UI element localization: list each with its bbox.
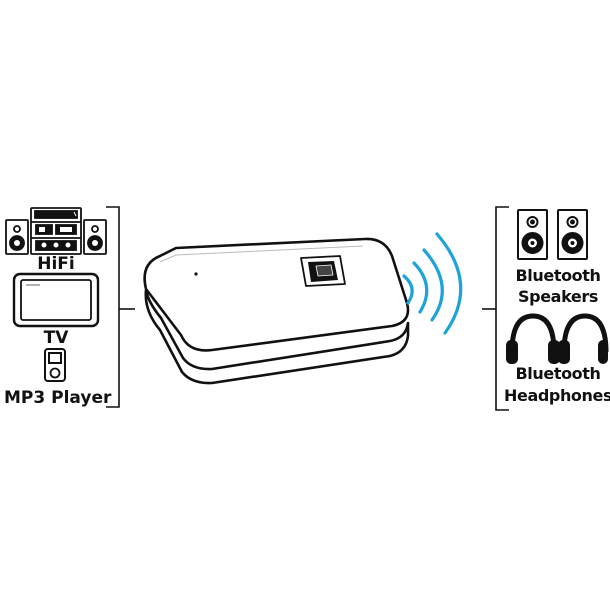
speaker-icon bbox=[517, 209, 548, 260]
tv-icon bbox=[12, 272, 100, 328]
wireless-signal-icon bbox=[402, 232, 463, 335]
output-bracket bbox=[495, 206, 509, 411]
hifi-system-icon bbox=[5, 207, 107, 255]
bluetooth-headphones-label-line1: Bluetooth bbox=[515, 364, 601, 383]
headphones-icon bbox=[558, 313, 609, 364]
bluetooth-speakers-label-line2: Speakers bbox=[518, 287, 598, 306]
headphones-icon bbox=[506, 313, 560, 364]
bluetooth-transmitter-device bbox=[143, 237, 410, 385]
bluetooth-speakers-label-line1: Bluetooth bbox=[515, 266, 601, 285]
mp3-player-label: MP3 Player bbox=[4, 388, 112, 408]
bluetooth-headphones-label-line2: Headphones bbox=[504, 386, 610, 405]
source-bracket bbox=[106, 206, 120, 408]
hifi-label: HiFi bbox=[37, 254, 75, 274]
tv-label: TV bbox=[43, 328, 69, 348]
mp3-player-icon bbox=[44, 348, 66, 382]
speaker-icon bbox=[557, 209, 588, 260]
